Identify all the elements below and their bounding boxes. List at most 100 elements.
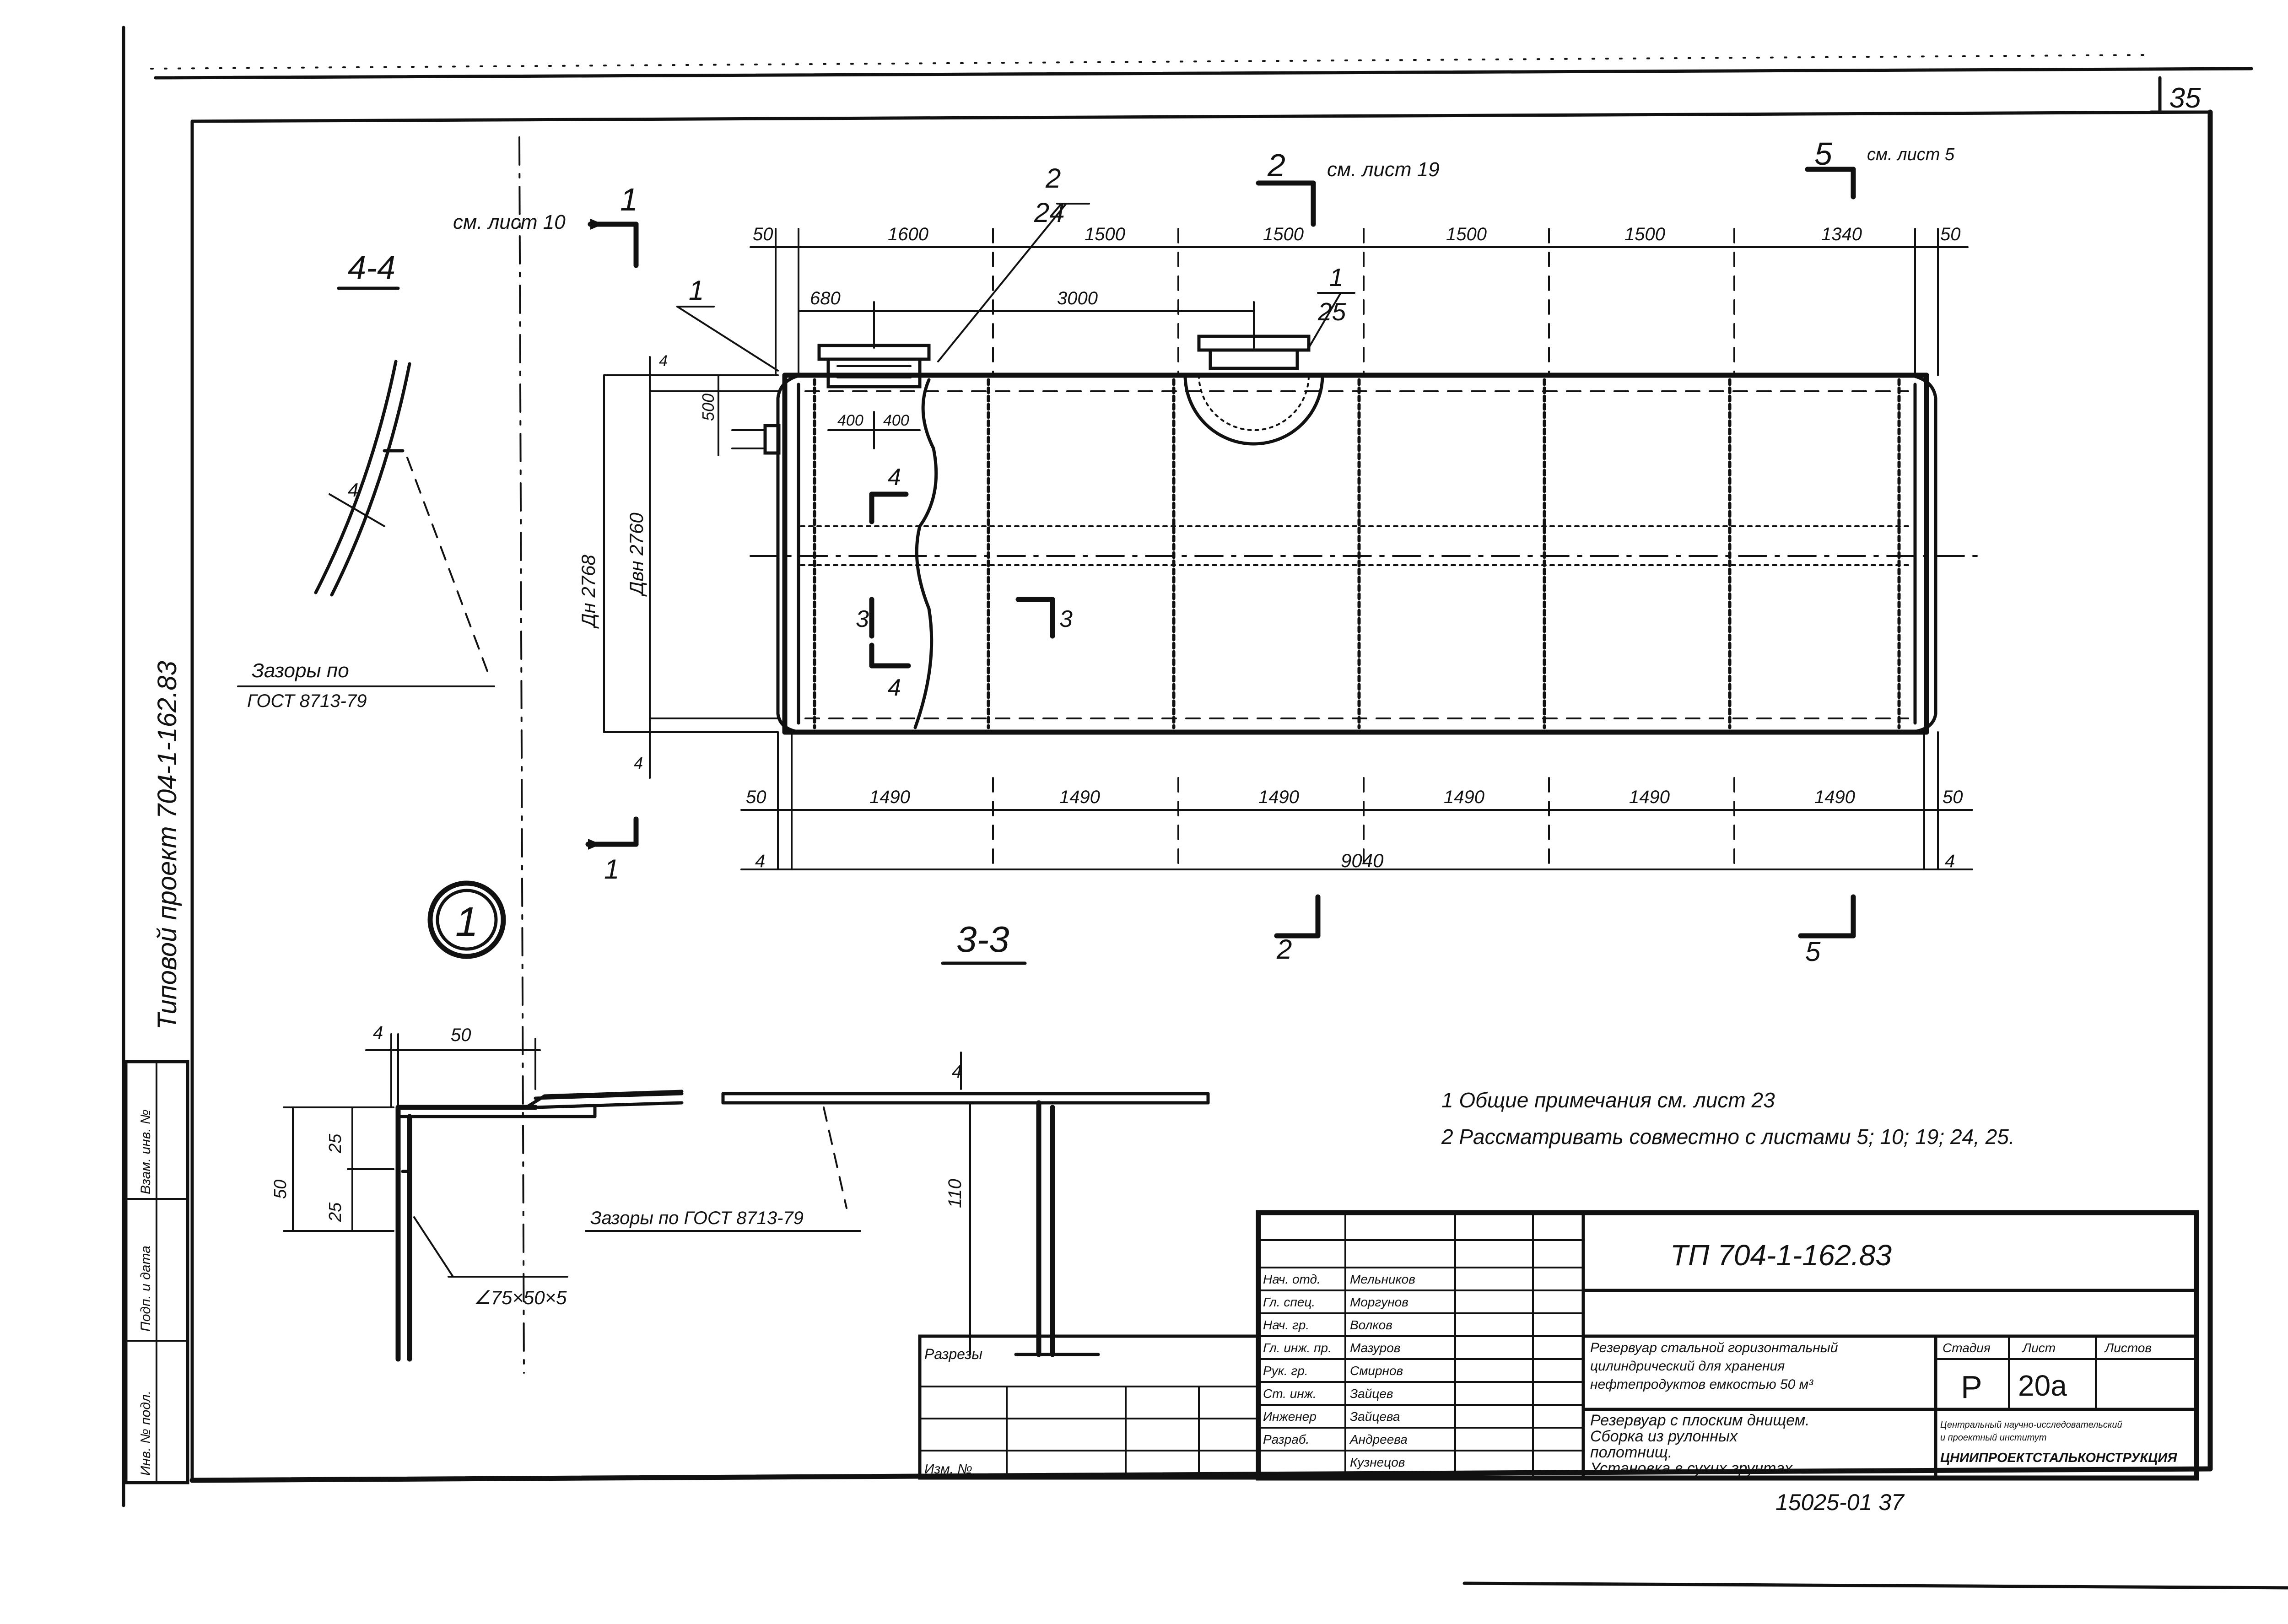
cut-3-right: 3 [1059, 606, 1073, 632]
detail-dim-50-left: 50 [271, 1180, 290, 1199]
sheet-no: 20а [2018, 1369, 2067, 1402]
bottom-dim-7: 50 [1943, 787, 1963, 807]
margin-vertical-text: Типовой проект 704-1-162.83 [152, 661, 182, 1030]
diameter-inner: Двн 2760 [626, 513, 647, 597]
bottom-dim-4: 1490 [1444, 787, 1484, 807]
margin-stamp-cell-2: Подп. и дата [138, 1246, 153, 1332]
name-5: Смирнов [1350, 1364, 1403, 1378]
cut-1-bottom: 1 [604, 854, 619, 885]
name-1: Мельников [1350, 1272, 1415, 1286]
sheet-desc-3: полотнищ. [1590, 1444, 1672, 1461]
top-dim-4: 1500 [1446, 224, 1487, 244]
detail-dim-25: 25 [326, 1133, 345, 1154]
tank-view [603, 203, 1978, 870]
dim-3000: 3000 [1057, 288, 1098, 308]
diameter-outer: Дн 2768 [577, 555, 599, 629]
sheet-desc-4: Установка в сухих грунтах. [1590, 1460, 1797, 1477]
sheet-number: 35 [2169, 82, 2201, 114]
cut-4-upper: 4 [888, 464, 901, 491]
role-7: Инженер [1263, 1409, 1317, 1424]
note-2: 2 Рассматривать совместно с листами 5; 1… [1441, 1125, 2015, 1149]
dim-400-b: 400 [883, 412, 909, 429]
bottom-dim-1: 1490 [869, 787, 910, 807]
note-1: 1 Общие примечания см. лист 23 [1441, 1088, 1775, 1112]
org-name: ЦНИИПРОЕКТСТАЛЬКОНСТРУКЦИЯ [1940, 1451, 2177, 1465]
desc-2: цилиндрический для хранения [1590, 1359, 1785, 1374]
sheet-header: Лист [2022, 1341, 2056, 1355]
detail-dim-4: 4 [373, 1023, 383, 1043]
cut-2-bottom: 2 [1276, 934, 1292, 965]
margin-stamp-cell-1: Взам. инв. № [138, 1109, 153, 1194]
name-3: Волков [1350, 1318, 1392, 1332]
role-4: Гл. инж. пр. [1263, 1341, 1332, 1355]
ref-2-note: см. лист 19 [1327, 158, 1440, 181]
bottom-number: 15025-01 37 [1775, 1489, 1905, 1515]
sheet-desc-2: Сборка из рулонных [1590, 1428, 1738, 1445]
ref-1-mark: 1 [620, 182, 638, 217]
overall-right: 4 [1945, 851, 1955, 871]
ref-1-note: см. лист 10 [453, 211, 566, 233]
title-block [918, 1210, 2199, 1481]
top-dim-7: 50 [1940, 224, 1961, 244]
role-6: Ст. инж. [1263, 1387, 1317, 1401]
role-5: Рук. гр. [1263, 1364, 1308, 1378]
sheets-header: Листов [2104, 1341, 2152, 1355]
role-8: Разраб. [1263, 1432, 1309, 1446]
node-detail [283, 1033, 1210, 1362]
section-mark-5-top [1805, 167, 1856, 200]
bottom-dim-0: 50 [746, 787, 766, 807]
margin-stamp-cell-3: Инв. № подл. [138, 1391, 153, 1476]
dim-500: 500 [699, 394, 718, 421]
left-block-foot: Изм. № [924, 1462, 972, 1477]
dim-400-a: 400 [837, 412, 863, 429]
sheet-frame [122, 26, 2288, 1590]
detail-dim-4-right: 4 [952, 1062, 962, 1082]
top-dim-1: 1600 [888, 224, 928, 244]
dim-4-bottom: 4 [634, 754, 643, 772]
name-6: Зайцев [1350, 1387, 1393, 1401]
view-3-3-title: 3-3 [956, 919, 1009, 960]
bottom-dim-2: 1490 [1059, 787, 1100, 807]
top-dim-2: 1500 [1085, 224, 1125, 244]
callout-2: 2 [1045, 163, 1061, 194]
top-dim-6: 1340 [1821, 224, 1862, 244]
role-1: Нач. отд. [1263, 1272, 1321, 1286]
section-4-4-dim: 4 [348, 479, 358, 501]
section-mark-2-top [1256, 180, 1316, 227]
stage-value: Р [1961, 1369, 1982, 1405]
section-mark-1-top [588, 219, 639, 268]
overall-left: 4 [755, 851, 765, 871]
callout-24: 24 [1034, 197, 1065, 228]
name-7: Зайцева [1350, 1409, 1400, 1424]
org-line-1: Центральный научно-исследовательский [1940, 1420, 2122, 1430]
cut-3-left: 3 [856, 606, 869, 632]
name-9: Кузнецов [1350, 1455, 1405, 1469]
top-dim-0: 50 [753, 224, 773, 244]
title-code: ТП 704-1-162.83 [1670, 1239, 1892, 1272]
node-mark-circle [427, 880, 506, 959]
section-mark-1-bottom [585, 816, 639, 850]
bottom-dim-3: 1490 [1258, 787, 1299, 807]
cut-4-lower: 4 [888, 674, 901, 701]
ref-5-mark: 5 [1814, 136, 1833, 172]
bottom-dim-6: 1490 [1814, 787, 1855, 807]
desc-1: Резервуар стальной горизонтальный [1590, 1340, 1838, 1355]
top-dim-3: 1500 [1263, 224, 1304, 244]
section-mark-2-bottom [1274, 894, 1321, 939]
role-2: Гл. спец. [1263, 1295, 1315, 1309]
stage-header: Стадия [1943, 1341, 1991, 1355]
desc-3: нефтепродуктов емкостью 50 м³ [1590, 1377, 1813, 1392]
section-4-4-title: 4-4 [348, 250, 395, 286]
section-4-4-detail [237, 360, 495, 687]
margin-stamp [124, 1060, 189, 1484]
left-block-label: Разрезы [924, 1346, 982, 1362]
detail-dim-25b: 25 [326, 1202, 345, 1222]
name-2: Моргунов [1350, 1295, 1408, 1309]
detail-dim-50-top: 50 [451, 1025, 471, 1045]
dim-4-top: 4 [659, 352, 668, 370]
center-line-vertical [518, 136, 525, 1374]
section-4-4-gap-note-2: ГОСТ 8713-79 [247, 691, 367, 711]
sheet-desc-1: Резервуар с плоским днищем. [1590, 1412, 1810, 1429]
name-4: Мазуров [1350, 1341, 1400, 1355]
